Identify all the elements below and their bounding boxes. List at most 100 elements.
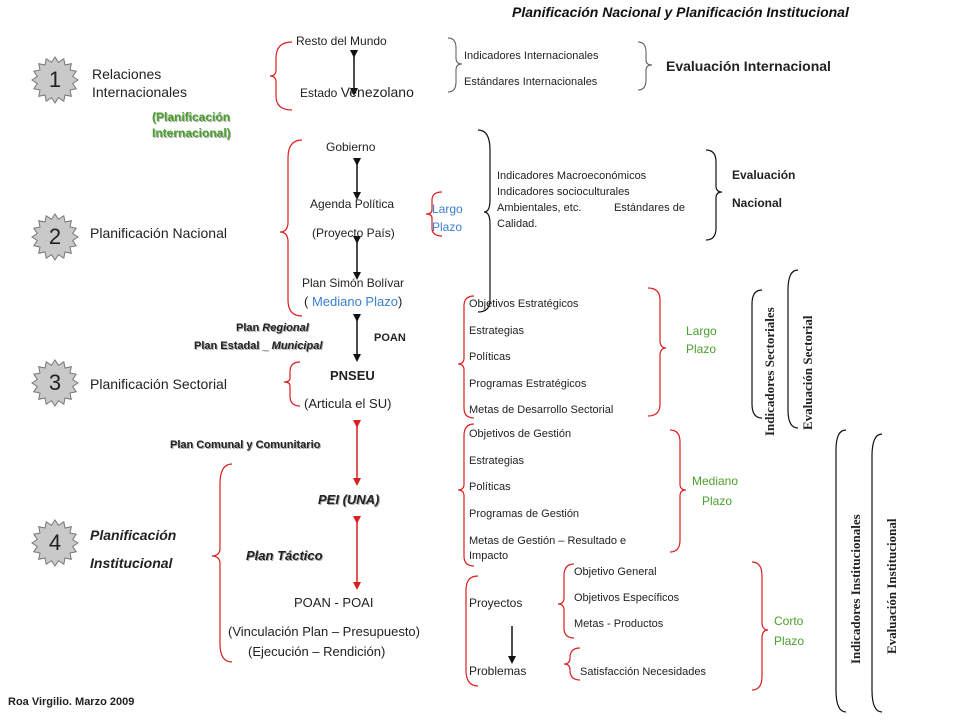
l2-paren-close: )	[397, 294, 403, 309]
l3-plan-est: Plan Estadal _	[194, 340, 272, 352]
badge-4: 4	[48, 530, 62, 555]
l2-plan-mediano: ( Mediano Plazo)	[304, 294, 402, 309]
l4-sub-brace-left	[557, 563, 575, 639]
l4-ind-inst: Indicadores Institucionales	[848, 514, 863, 664]
l2-proyecto: (Proyecto País)	[312, 226, 395, 240]
l2-plan: Plan Simón Bolívar	[302, 276, 405, 290]
l4-eval-brace	[871, 433, 883, 713]
l1-bottom-main: Venezolano	[340, 84, 414, 100]
l4-sub-0: Objetivo General	[574, 566, 657, 578]
l2-eval2: Nacional	[732, 196, 783, 210]
l3-item-4: Metas de Desarrollo Sectorial	[469, 404, 614, 416]
l4-plan-tactico: Plan Táctico	[246, 548, 323, 563]
l4-mediano1: Mediano	[692, 474, 739, 488]
l3-item-3: Programas Estratégicos	[469, 378, 587, 390]
l4-sub-1: Objetivos Específicos	[574, 592, 680, 604]
l4-ind-brace	[835, 429, 847, 713]
l4-vinc: (Vinculación Plan – Presupuesto)	[228, 624, 420, 639]
l3-pnseu: PNSEU	[330, 368, 375, 383]
l4-problemas: Problemas	[469, 664, 527, 678]
l2-ind-line2: Indicadores socioculturales	[497, 186, 630, 198]
l3-label: Planificación Sectorial	[90, 376, 227, 392]
l4-item-2: Políticas	[469, 481, 511, 493]
l1-left-brace	[269, 41, 293, 111]
l4-pei: PEI (UNA)	[318, 492, 380, 507]
l3-eval-sect: Evaluación Sectorial	[800, 315, 815, 430]
l1-sub-line2: Internacional)	[152, 126, 231, 140]
l4-plan-comunal: Plan Comunal y Comunitario	[170, 439, 321, 451]
l1-brace-b	[637, 41, 653, 91]
l4-sub-2: Metas - Productos	[574, 618, 664, 630]
badge-1: 1	[48, 67, 62, 92]
l3-ind-brace	[751, 289, 763, 419]
l2-gov: Gobierno	[326, 140, 376, 154]
l2-left-brace	[279, 139, 303, 317]
l2-indicators-brace	[477, 129, 491, 313]
l4-corto-brace	[751, 561, 769, 691]
l4-poan-poai: POAN - POAI	[294, 595, 374, 610]
l3-items-brace-right	[647, 287, 667, 417]
l4-mediano2: Plazo	[702, 494, 733, 508]
l3-ind-sect: Indicadores Sectoriales	[762, 307, 777, 436]
l3-plan-mun: Municipal	[271, 340, 323, 352]
l3-plan-reg-a: Plan	[236, 322, 263, 334]
badge-2: 2	[48, 224, 62, 249]
l4-left-brace	[211, 463, 233, 663]
footer-author: Roa Virgilio. Marzo 2009	[8, 696, 135, 708]
l3-plan-regional: Plan Regional	[236, 322, 309, 334]
l4-satisf-brace	[563, 647, 581, 681]
l1-bottom: Estado Venezolano	[300, 84, 414, 102]
page-title: Planificación Nacional y Planificación I…	[512, 4, 849, 20]
l3-plan-estadal: Plan Estadal _ Municipal	[194, 340, 322, 352]
l4-proj-brace	[465, 575, 479, 687]
l4-corto1: Corto	[774, 614, 804, 628]
l3-plan-reg-b: Regional	[262, 322, 309, 334]
l4-eval-inst: Evaluación Institucional	[884, 518, 899, 654]
l1-ind1: Indicadores Internacionales	[464, 50, 599, 62]
l4-item-5: Impacto	[469, 550, 509, 562]
l3-articula: (Articula el SU)	[304, 396, 392, 411]
badge-2-shape	[31, 213, 79, 261]
l4-item-0: Objetivos de Gestión	[469, 428, 572, 440]
l1-label-line2: Internacionales	[92, 84, 187, 100]
l4-corto2: Plazo	[774, 634, 805, 648]
badge-1-shape	[31, 56, 79, 104]
l4-item-3: Programas de Gestión	[469, 508, 580, 520]
l3-poan: POAN	[374, 332, 406, 344]
l4-items-brace-right	[669, 429, 687, 553]
l1-top: Resto del Mundo	[296, 34, 387, 48]
l1-brace-a	[447, 37, 463, 93]
l2-largo2: Plazo	[432, 220, 463, 234]
l4-label1: Planificación	[90, 527, 177, 543]
l3-item-0: Objetivos Estratégicos	[469, 298, 579, 310]
badge-4-shape	[31, 519, 79, 567]
l4-item-1: Estrategias	[469, 455, 525, 467]
l2-mediano: Mediano Plazo	[311, 294, 398, 309]
l2-largo1: Largo	[432, 202, 463, 216]
l3-left-brace	[283, 361, 301, 407]
l2-ind-line3b: Estándares de	[614, 202, 685, 214]
l4-ejec: (Ejecución – Rendición)	[248, 644, 386, 659]
l2-ind-line4: Calidad.	[497, 218, 538, 230]
l4-items-brace-left	[457, 423, 475, 567]
l1-ind2: Estándares Internacionales	[464, 76, 598, 88]
l3-item-1: Estrategias	[469, 325, 525, 337]
l2-agenda: Agenda Política	[310, 197, 395, 211]
l4-proyectos: Proyectos	[469, 596, 523, 610]
l3-largo1: Largo	[686, 324, 717, 338]
badge-3: 3	[48, 370, 62, 395]
l4-item-4: Metas de Gestión – Resultado e	[469, 535, 627, 547]
badge-3-shape	[31, 359, 79, 407]
l2-eval-brace	[705, 149, 723, 241]
l3-largo2: Plazo	[686, 342, 717, 356]
l3-item-2: Políticas	[469, 351, 511, 363]
l3-eval-brace	[787, 269, 799, 429]
l2-ind-line1: Indicadores Macroeconómicos	[497, 170, 647, 182]
l1-eval: Evaluación Internacional	[666, 58, 831, 74]
l1-bottom-prefix: Estado	[300, 86, 341, 100]
l3-items-brace-left	[457, 295, 475, 419]
l2-largo-brace	[425, 191, 443, 237]
l1-sub-line1: (Planificación	[152, 110, 231, 124]
l2-paren-open: (	[304, 294, 312, 309]
